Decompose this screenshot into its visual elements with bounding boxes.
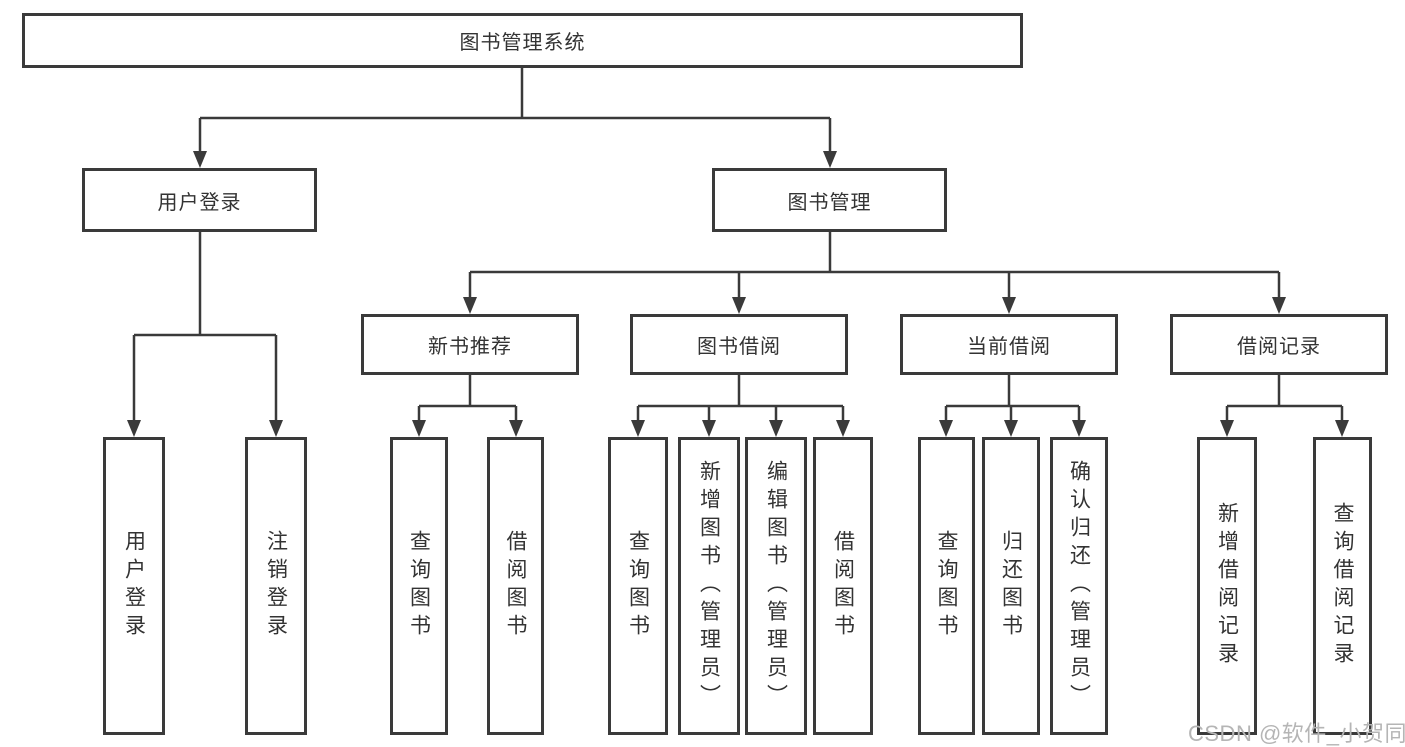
node-label: 图书借阅 (697, 336, 781, 358)
leaf-add-borrow-record: 新增借阅记录 (1197, 437, 1257, 735)
node-library-management-system: 图书管理系统 (22, 13, 1023, 68)
connector-bborrow-bus (636, 374, 845, 423)
node-current-borrow: 当前借阅 (900, 314, 1118, 375)
leaf-edit-books-admin: 编辑图书（管理员） (745, 437, 807, 735)
node-user-login: 用户登录 (82, 168, 317, 232)
node-borrow-record: 借阅记录 (1170, 314, 1388, 375)
arrowheads (127, 151, 1349, 437)
connector-root-bus (198, 67, 832, 154)
leaf-query-books-1: 查询图书 (390, 437, 448, 735)
node-book-management: 图书管理 (712, 168, 947, 232)
node-label: 图书管理 (787, 191, 872, 214)
connector-login-bus (132, 232, 278, 423)
node-label: 借阅图书 (504, 530, 527, 642)
node-label: 查询图书 (935, 530, 958, 642)
node-label: 确认归还（管理员） (1067, 460, 1091, 712)
node-label: 新增借阅记录 (1215, 502, 1239, 670)
connector-mgmt-bus (468, 232, 1281, 300)
connector-newrec-bus (417, 374, 518, 423)
leaf-logout: 注销登录 (245, 437, 307, 735)
connector-record-bus (1225, 374, 1344, 423)
leaf-confirm-return-admin: 确认归还（管理员） (1050, 437, 1108, 735)
node-new-book-recommend: 新书推荐 (361, 314, 579, 375)
node-label: 归还图书 (999, 530, 1023, 642)
node-label: 查询图书 (407, 530, 431, 642)
node-label: 借阅图书 (831, 530, 855, 642)
node-label: 编辑图书（管理员） (764, 460, 788, 712)
node-label: 新书推荐 (428, 336, 512, 358)
node-label: 查询借阅记录 (1331, 502, 1354, 670)
node-label: 图书管理系统 (459, 32, 586, 54)
node-label: 注销登录 (264, 530, 288, 642)
leaf-add-books-admin: 新增图书（管理员） (678, 437, 740, 735)
node-label: 用户登录 (122, 530, 146, 642)
leaf-query-books-2: 查询图书 (608, 437, 668, 735)
leaf-query-borrow-record: 查询借阅记录 (1313, 437, 1372, 735)
node-label: 借阅记录 (1237, 336, 1321, 358)
leaf-borrow-books-2: 借阅图书 (813, 437, 873, 735)
connector-current-bus (944, 374, 1081, 423)
node-label: 新增图书（管理员） (697, 460, 721, 712)
leaf-return-books: 归还图书 (982, 437, 1040, 735)
leaf-user-login: 用户登录 (103, 437, 165, 735)
node-label: 用户登录 (157, 191, 242, 214)
leaf-query-books-3: 查询图书 (918, 437, 975, 735)
csdn-watermark: CSDN @软件_小贺同学 (1188, 721, 1405, 746)
leaf-borrow-books-1: 借阅图书 (487, 437, 544, 735)
node-label: 查询图书 (626, 530, 650, 642)
node-label: 当前借阅 (967, 336, 1051, 358)
node-book-borrow: 图书借阅 (630, 314, 848, 375)
